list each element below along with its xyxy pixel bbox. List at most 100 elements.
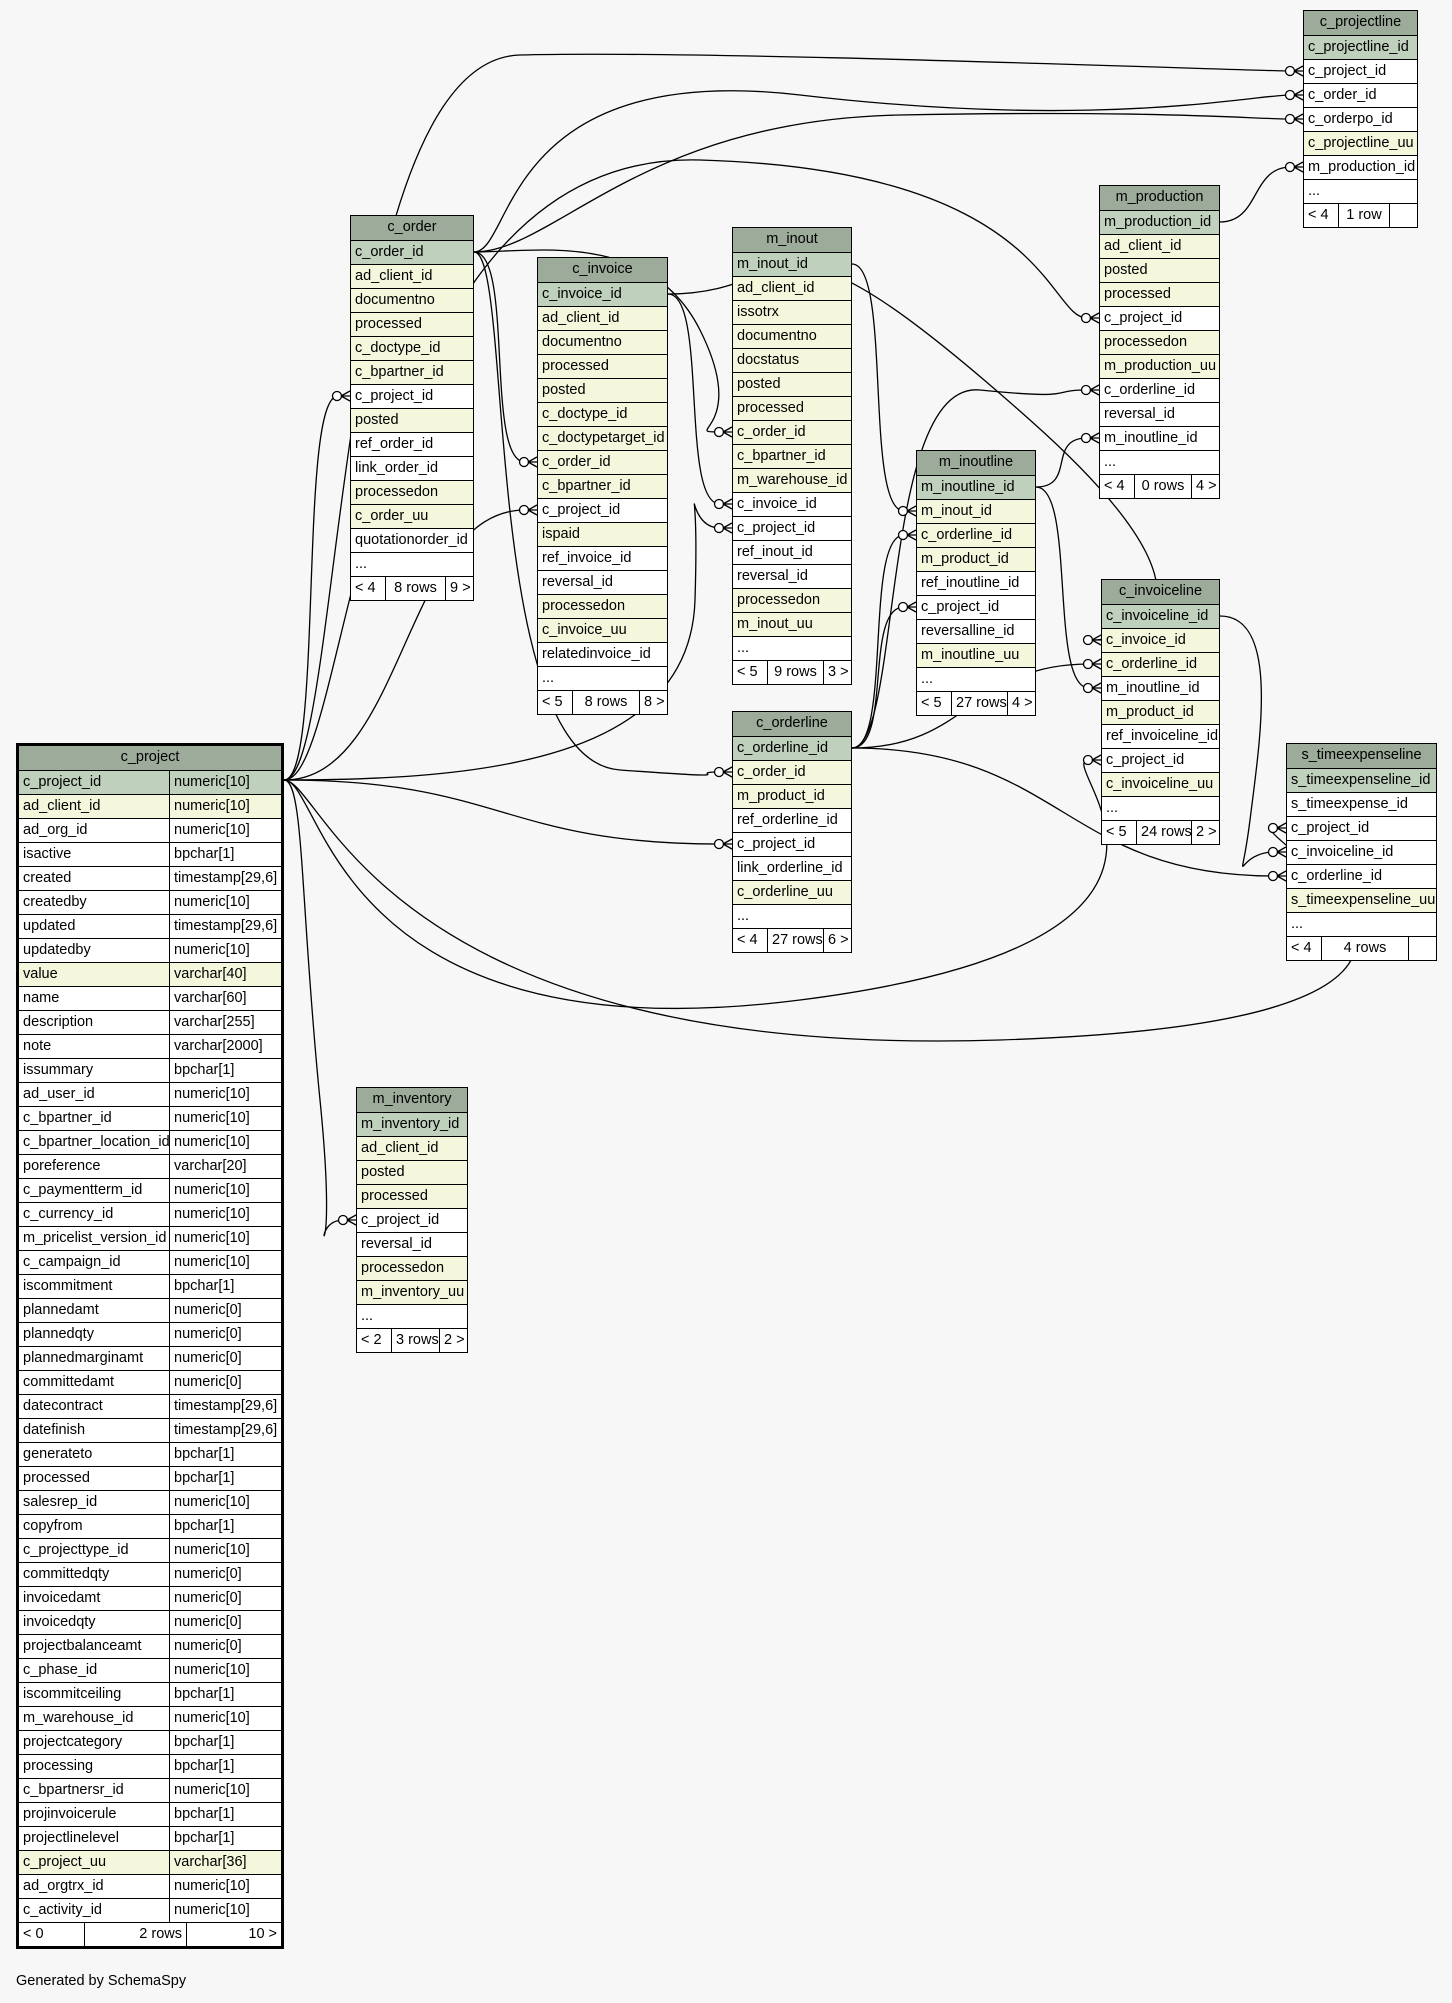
column-row[interactable]: m_inoutline_id bbox=[1100, 426, 1219, 450]
column-row[interactable]: documentno bbox=[538, 330, 667, 354]
column-row[interactable]: reversal_id bbox=[1100, 402, 1219, 426]
primary-key-row[interactable]: m_inventory_id bbox=[357, 1112, 467, 1136]
column-row[interactable]: c_invoice_uu bbox=[538, 618, 667, 642]
column-row[interactable]: posted bbox=[1100, 258, 1219, 282]
column-row[interactable]: s_timeexpense_id bbox=[1287, 792, 1436, 816]
primary-key-row[interactable]: m_inout_id bbox=[733, 252, 851, 276]
column-row[interactable]: c_project_id bbox=[733, 516, 851, 540]
column-row[interactable]: posted bbox=[351, 408, 473, 432]
column-row[interactable]: m_warehouse_id bbox=[733, 468, 851, 492]
column-row[interactable]: reversalline_id bbox=[917, 619, 1035, 643]
column-row[interactable]: docstatus bbox=[733, 348, 851, 372]
column-row[interactable]: ... bbox=[1102, 796, 1219, 820]
column-row[interactable]: processed bbox=[357, 1184, 467, 1208]
column-row[interactable]: ... bbox=[917, 667, 1035, 691]
column-row[interactable]: c_invoiceline_uu bbox=[1102, 772, 1219, 796]
column-row[interactable]: c_invoice_id bbox=[733, 492, 851, 516]
column-row[interactable]: documentno bbox=[351, 288, 473, 312]
column-row[interactable]: m_product_id bbox=[1102, 700, 1219, 724]
column-row[interactable]: m_product_id bbox=[733, 784, 851, 808]
column-row[interactable]: processedon bbox=[1100, 330, 1219, 354]
column-row[interactable]: c_orderline_id bbox=[1287, 864, 1436, 888]
column-row[interactable]: m_inout_id bbox=[917, 499, 1035, 523]
column-row[interactable]: posted bbox=[538, 378, 667, 402]
column-row[interactable]: c_invoiceline_id bbox=[1287, 840, 1436, 864]
column-row[interactable]: c_project_id bbox=[733, 832, 851, 856]
column-row[interactable]: ... bbox=[1304, 179, 1417, 203]
column-row[interactable]: m_product_id bbox=[917, 547, 1035, 571]
column-row[interactable]: c_orderpo_id bbox=[1304, 107, 1417, 131]
primary-key-row[interactable]: c_invoice_id bbox=[538, 282, 667, 306]
column-row[interactable]: c_order_id bbox=[538, 450, 667, 474]
column-row[interactable]: documentno bbox=[733, 324, 851, 348]
column-row[interactable]: c_orderline_id bbox=[1102, 652, 1219, 676]
column-row[interactable]: c_projectline_uu bbox=[1304, 131, 1417, 155]
column-row[interactable]: c_orderline_uu bbox=[733, 880, 851, 904]
column-row[interactable]: issotrx bbox=[733, 300, 851, 324]
column-row[interactable]: processedon bbox=[357, 1256, 467, 1280]
column-row[interactable]: ref_inout_id bbox=[733, 540, 851, 564]
primary-key-row[interactable]: s_timeexpenseline_id bbox=[1287, 768, 1436, 792]
column-row[interactable]: ref_inoutline_id bbox=[917, 571, 1035, 595]
column-row[interactable]: m_inventory_uu bbox=[357, 1280, 467, 1304]
column-row[interactable]: c_project_id bbox=[538, 498, 667, 522]
column-row[interactable]: ad_client_id bbox=[357, 1136, 467, 1160]
column-row[interactable]: c_project_id bbox=[357, 1208, 467, 1232]
column-row[interactable]: ref_invoice_id bbox=[538, 546, 667, 570]
column-row[interactable]: processedon bbox=[733, 588, 851, 612]
column-row[interactable]: c_orderline_id bbox=[1100, 378, 1219, 402]
column-row[interactable]: posted bbox=[733, 372, 851, 396]
column-row[interactable]: c_project_id bbox=[917, 595, 1035, 619]
column-row[interactable]: processedon bbox=[538, 594, 667, 618]
column-row[interactable]: m_production_uu bbox=[1100, 354, 1219, 378]
column-row[interactable]: reversal_id bbox=[538, 570, 667, 594]
column-row[interactable]: c_bpartner_id bbox=[733, 444, 851, 468]
column-row[interactable]: ad_client_id bbox=[733, 276, 851, 300]
column-row[interactable]: c_order_id bbox=[733, 760, 851, 784]
column-row[interactable]: processed bbox=[733, 396, 851, 420]
column-row[interactable]: processed bbox=[351, 312, 473, 336]
column-row[interactable]: c_order_id bbox=[1304, 83, 1417, 107]
column-row[interactable]: m_production_id bbox=[1304, 155, 1417, 179]
column-row[interactable]: ... bbox=[351, 552, 473, 576]
column-row[interactable]: processedon bbox=[351, 480, 473, 504]
column-row[interactable]: processed bbox=[1100, 282, 1219, 306]
